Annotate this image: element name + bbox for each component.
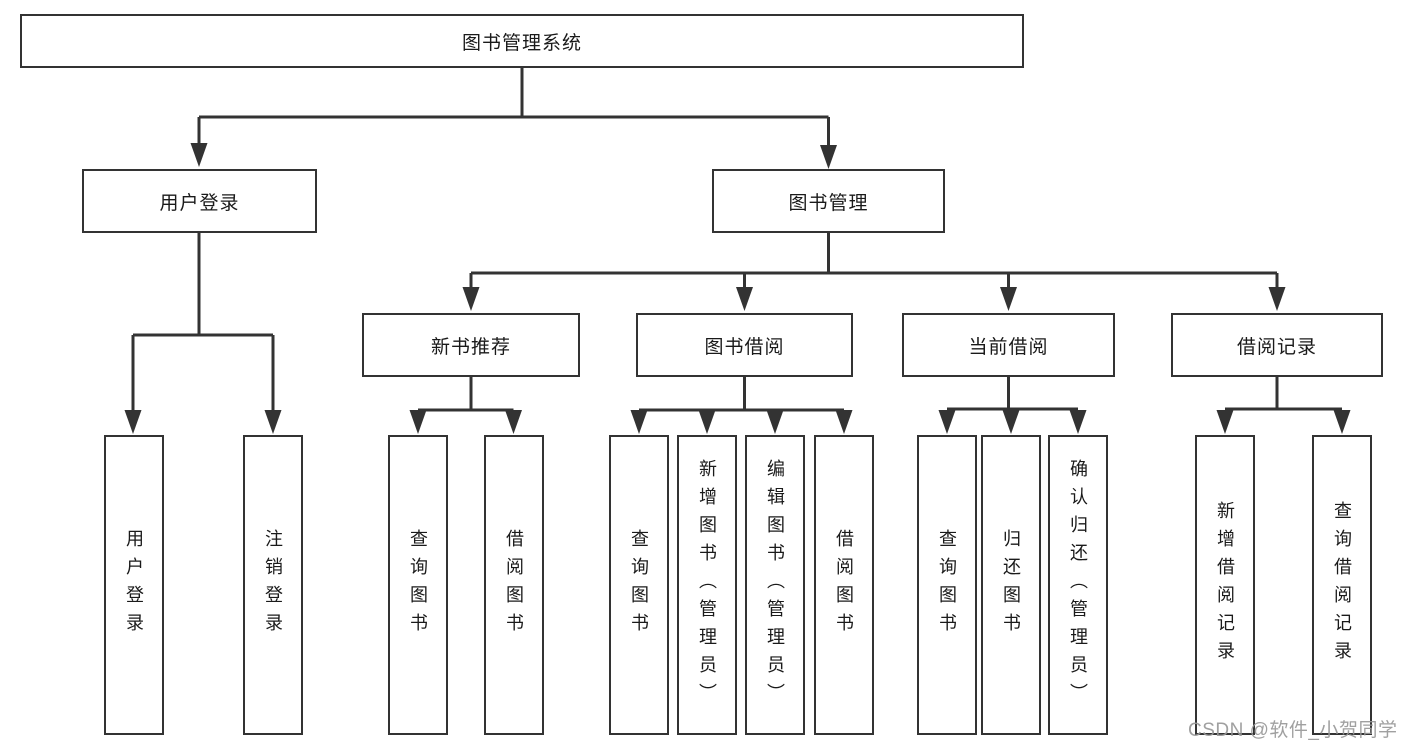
leaf-borrow-book-recommend: 借阅图书: [484, 435, 544, 735]
leaf-edit-book-admin: 编辑图书（管理员）: [745, 435, 805, 735]
leaf-borrow-book-label: 借阅图书: [834, 529, 854, 641]
leaf-logout-login-label: 注销登录: [263, 529, 283, 641]
book-management-label: 图书管理: [788, 192, 869, 214]
leaf-edit-book-admin-label: 编辑图书（管理员）: [765, 459, 785, 711]
leaf-borrow-book-recommend-label: 借阅图书: [504, 529, 524, 641]
book-management-box: 图书管理: [712, 169, 945, 233]
current-borrow-box: 当前借阅: [902, 313, 1115, 377]
borrow-record-box: 借阅记录: [1171, 313, 1383, 377]
user-login-label: 用户登录: [159, 192, 240, 214]
book-borrow-label: 图书借阅: [704, 336, 785, 358]
leaf-add-book-admin-label: 新增图书（管理员）: [697, 459, 717, 711]
leaf-add-borrow-record: 新增借阅记录: [1195, 435, 1255, 735]
leaf-return-book: 归还图书: [981, 435, 1041, 735]
leaf-logout-login: 注销登录: [243, 435, 303, 735]
leaf-user-login-label: 用户登录: [124, 529, 144, 641]
leaf-confirm-return-admin: 确认归还（管理员）: [1048, 435, 1108, 735]
new-book-recommend-label: 新书推荐: [430, 336, 511, 358]
leaf-return-book-label: 归还图书: [1001, 529, 1021, 641]
leaf-query-book-recommend: 查询图书: [388, 435, 448, 735]
leaf-add-book-admin: 新增图书（管理员）: [677, 435, 737, 735]
leaf-add-borrow-record-label: 新增借阅记录: [1215, 501, 1235, 669]
leaf-query-borrow-record: 查询借阅记录: [1312, 435, 1372, 735]
new-book-recommend-box: 新书推荐: [362, 313, 580, 377]
leaf-query-borrow-record-label: 查询借阅记录: [1332, 501, 1352, 669]
leaf-confirm-return-admin-label: 确认归还（管理员）: [1068, 459, 1088, 711]
leaf-query-book-current: 查询图书: [917, 435, 977, 735]
user-login-box: 用户登录: [82, 169, 317, 233]
book-borrow-box: 图书借阅: [636, 313, 853, 377]
current-borrow-label: 当前借阅: [968, 336, 1049, 358]
leaf-query-book-borrow: 查询图书: [609, 435, 669, 735]
root-box: 图书管理系统: [20, 14, 1024, 68]
leaf-query-book-recommend-label: 查询图书: [408, 529, 428, 641]
root-label: 图书管理系统: [461, 32, 582, 54]
leaf-borrow-book: 借阅图书: [814, 435, 874, 735]
leaf-query-book-current-label: 查询图书: [937, 529, 957, 641]
borrow-record-label: 借阅记录: [1236, 336, 1317, 358]
csdn-watermark: CSDN @软件_小贺同学: [1188, 720, 1398, 741]
leaf-query-book-borrow-label: 查询图书: [629, 529, 649, 641]
leaf-user-login: 用户登录: [104, 435, 164, 735]
